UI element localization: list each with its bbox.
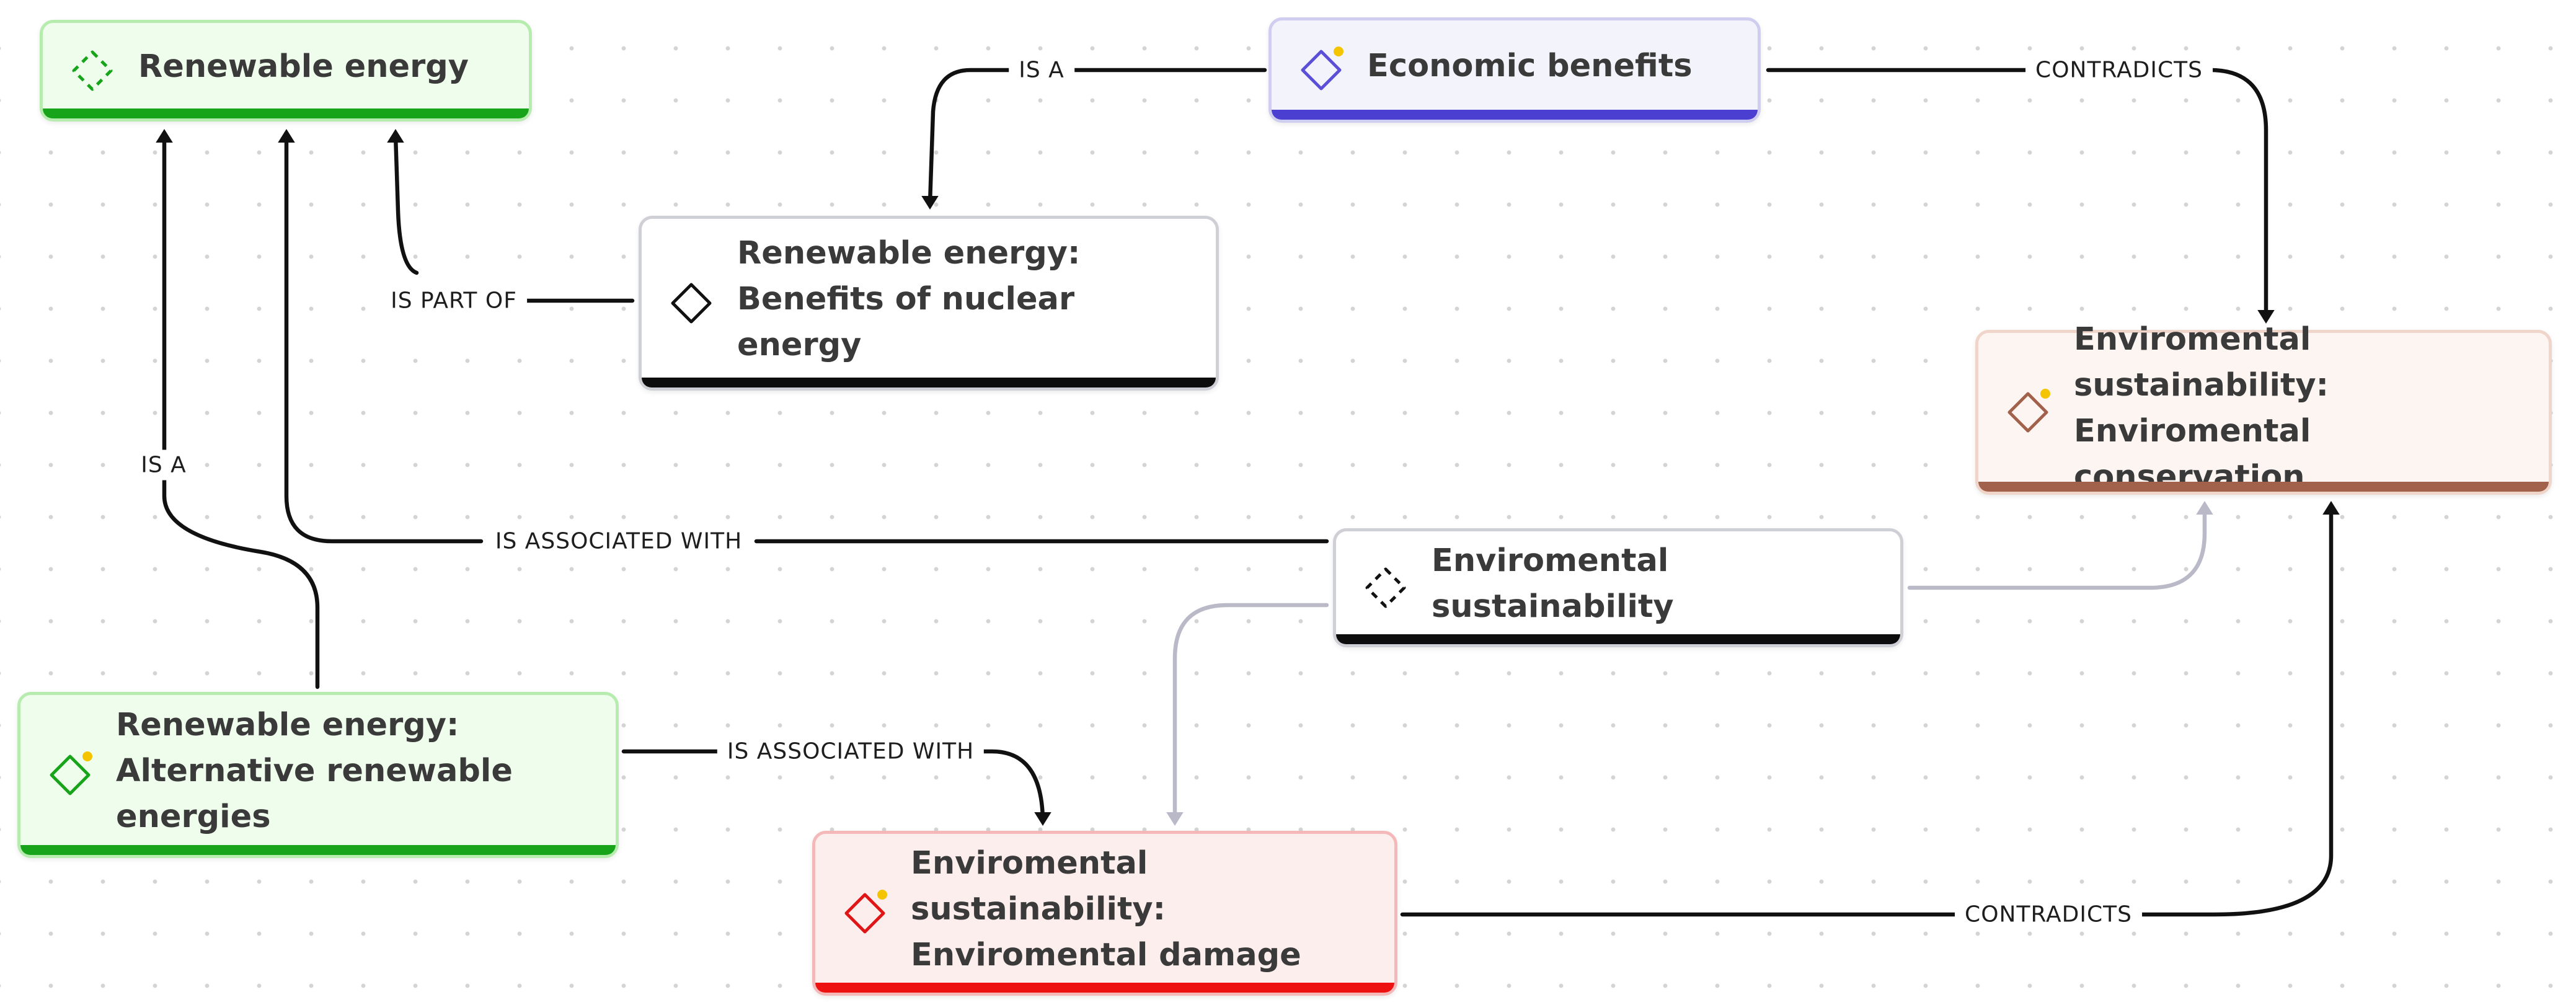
edge-label-contradicts-top: CONTRADICTS bbox=[2025, 55, 2213, 86]
node-label: Enviromental sustainability: Enviromenta… bbox=[911, 845, 1301, 973]
arrowhead-damage-contradicts-conservation bbox=[2322, 501, 2340, 515]
edge-env-associated-renewable[interactable] bbox=[284, 133, 1329, 544]
diamond-icon bbox=[840, 888, 890, 938]
edge-econ-contradicts-conservation[interactable] bbox=[1766, 68, 2268, 322]
dashed-diamond-icon bbox=[1361, 563, 1410, 613]
node-env-conservation[interactable]: Enviromental sustainability: Enviromenta… bbox=[1975, 321, 2552, 495]
diamond-icon bbox=[1296, 45, 1346, 95]
edge-label-is-associated-with-alt: IS ASSOCIATED WITH bbox=[717, 736, 985, 767]
edge-alt-associated-damage[interactable] bbox=[621, 749, 1045, 822]
node-alt-renewables[interactable]: Renewable energy: Alternative renewable … bbox=[17, 692, 619, 858]
node-label: Renewable energy: Alternative renewable … bbox=[116, 707, 513, 835]
node-label: Economic benefits bbox=[1367, 48, 1693, 84]
status-dot bbox=[1334, 46, 1343, 56]
arrowhead-env-to-conservation bbox=[2196, 501, 2213, 515]
diamond-icon bbox=[2003, 387, 2053, 437]
node-label: Enviromental sustainability: Enviromenta… bbox=[2074, 321, 2329, 495]
status-dot bbox=[2040, 389, 2050, 399]
diamond-icon bbox=[45, 750, 95, 800]
node-label: Renewable energy: Benefits of nuclear en… bbox=[737, 235, 1081, 363]
edge-env-to-damage[interactable] bbox=[1172, 603, 1329, 821]
edge-label-is-a-alt: IS A bbox=[131, 449, 197, 480]
node-label: Enviromental sustainability bbox=[1432, 542, 1674, 625]
arrowhead-econ-isa-nuclear bbox=[921, 196, 939, 210]
edge-damage-contradicts-conservation[interactable] bbox=[1400, 505, 2334, 917]
node-nuclear-benefits[interactable]: Renewable energy: Benefits of nuclear en… bbox=[639, 216, 1219, 391]
edge-label-is-associated-with-env: IS ASSOCIATED WITH bbox=[485, 526, 753, 557]
node-label: Renewable energy bbox=[138, 48, 469, 85]
arrowhead-env-to-damage bbox=[1166, 812, 1184, 826]
edge-env-to-conservation[interactable] bbox=[1907, 506, 2207, 590]
edge-label-contradicts-bottom: CONTRADICTS bbox=[1955, 899, 2142, 930]
node-env-sustainability[interactable]: Enviromental sustainability bbox=[1333, 528, 1903, 647]
edge-label-is-a-econ: IS A bbox=[1009, 55, 1074, 86]
edge-nuclear-partof-renewable[interactable] bbox=[393, 133, 635, 303]
status-dot bbox=[82, 751, 92, 761]
arrowhead-alt-isa-renewable bbox=[156, 129, 173, 143]
node-economic-benefits[interactable]: Economic benefits bbox=[1268, 17, 1761, 123]
status-dot bbox=[877, 890, 887, 900]
arrowhead-env-associated-renewable bbox=[278, 129, 295, 143]
arrowhead-nuclear-partof-renewable bbox=[387, 129, 404, 143]
edge-label-is-part-of: IS PART OF bbox=[381, 285, 527, 316]
node-env-damage[interactable]: Enviromental sustainability: Enviromenta… bbox=[812, 831, 1397, 996]
edge-econ-isa-nuclear[interactable] bbox=[927, 68, 1267, 206]
diamond-icon bbox=[666, 278, 716, 328]
dashed-diamond-icon bbox=[68, 46, 117, 95]
arrowhead-econ-contradicts-conservation bbox=[2257, 310, 2275, 324]
node-renewable-energy[interactable]: Renewable energy bbox=[40, 20, 532, 122]
arrowhead-alt-associated-damage bbox=[1034, 812, 1051, 826]
edge-alt-isa-renewable[interactable] bbox=[162, 133, 320, 689]
